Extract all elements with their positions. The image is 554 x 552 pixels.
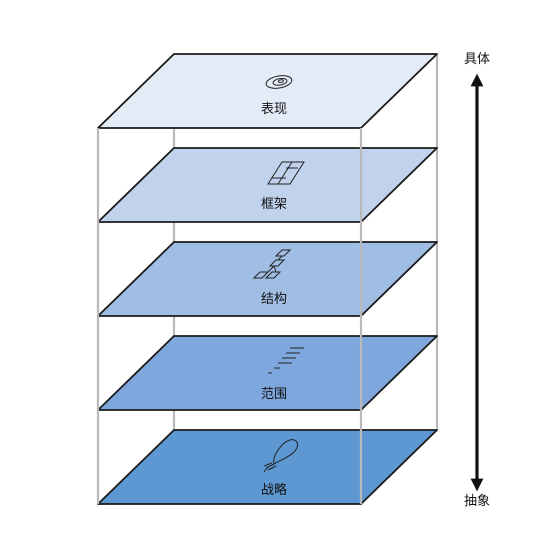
plane-layer-1: 表现 — [97, 53, 438, 129]
abstraction-axis: 具体 抽象 — [464, 52, 490, 509]
wireframe-icon — [267, 161, 305, 185]
plane-layer-5: 战略 — [97, 429, 438, 505]
lightbulb-icon — [263, 439, 298, 473]
plane-label: 表现 — [261, 102, 287, 117]
plane-stack: 战略 范围 结构 框架 表现 — [97, 53, 438, 505]
plane-label: 战略 — [261, 482, 287, 498]
plane-layer-3: 结构 — [97, 241, 438, 317]
plane-layer-2: 框架 — [97, 147, 438, 223]
plane-layer-4: 范围 — [97, 335, 438, 411]
front-posts — [96, 128, 363, 504]
list-lines-icon — [268, 347, 304, 374]
plane-label: 结构 — [261, 292, 287, 307]
axis-bottom-label: 抽象 — [464, 494, 490, 509]
structure-icon — [252, 249, 292, 279]
axis-top-label: 具体 — [464, 52, 490, 67]
plane-label: 框架 — [261, 197, 287, 212]
plane-label: 范围 — [261, 387, 287, 402]
